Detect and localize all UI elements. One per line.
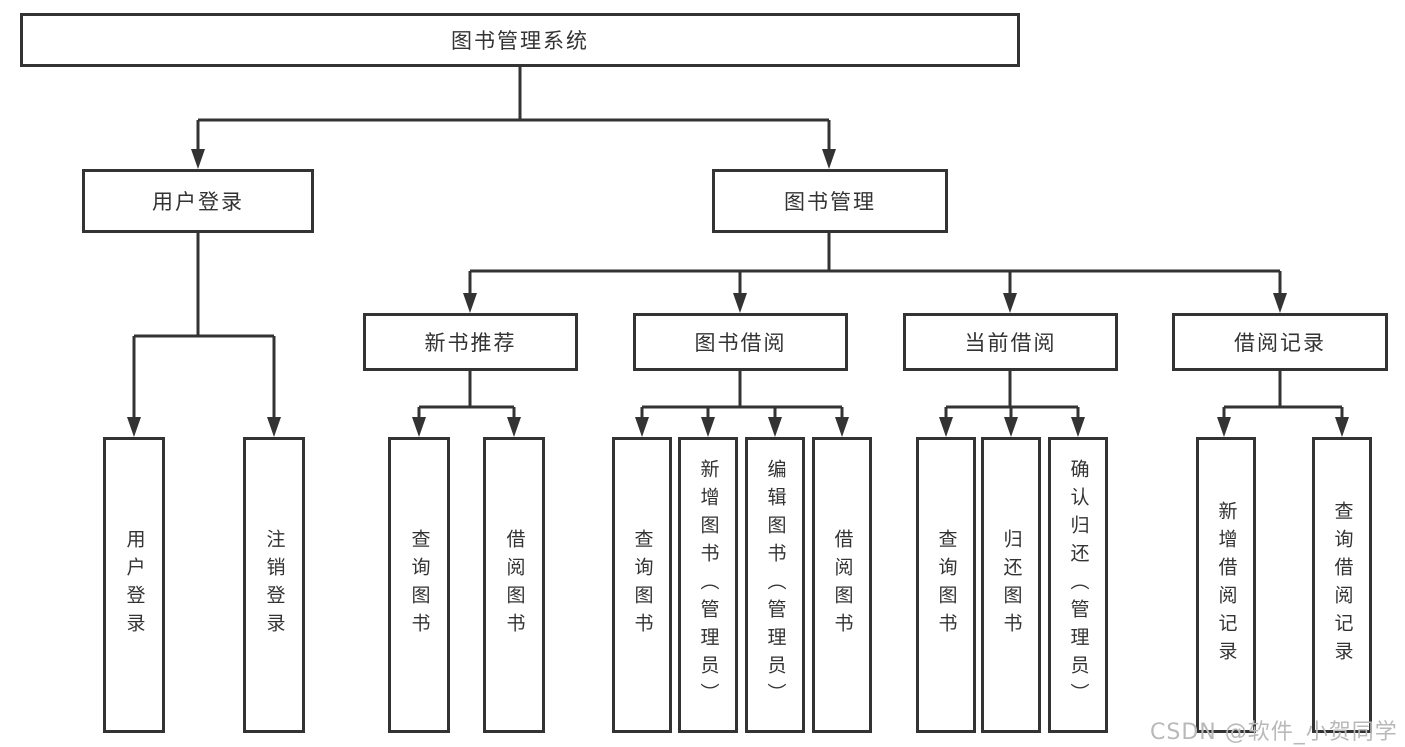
leaf-user-login-label: 用户登录 xyxy=(123,529,146,641)
node-root-label: 图书管理系统 xyxy=(451,29,589,53)
node-current-borrow-label: 当前借阅 xyxy=(964,331,1057,355)
node-borrow-records-label: 借阅记录 xyxy=(1234,331,1326,355)
leaf-add-book-admin-label: 新增图书（管理员） xyxy=(697,459,720,711)
leaf-return-book-label: 归还图书 xyxy=(1000,529,1023,641)
leaf-user-login: 用户登录 xyxy=(103,437,165,733)
leaf-query-books-borrow: 查询图书 xyxy=(612,437,672,733)
node-root-system: 图书管理系统 xyxy=(20,13,1020,67)
leaf-add-book-admin: 新增图书（管理员） xyxy=(678,437,738,733)
leaf-query-borrow-record: 查询借阅记录 xyxy=(1312,437,1372,733)
leaf-confirm-return-admin: 确认归还（管理员） xyxy=(1048,437,1108,733)
leaf-return-book: 归还图书 xyxy=(981,437,1041,733)
leaf-query-books-recommend-label: 查询图书 xyxy=(408,529,431,641)
leaf-confirm-return-admin-label: 确认归还（管理员） xyxy=(1067,459,1090,711)
leaf-query-books-borrow-label: 查询图书 xyxy=(631,529,654,641)
arrowhead-icons xyxy=(127,149,1349,437)
node-book-borrow-label: 图书借阅 xyxy=(694,331,787,355)
leaf-query-books-recommend: 查询图书 xyxy=(388,437,450,733)
node-book-borrow: 图书借阅 xyxy=(633,313,848,371)
node-new-book-recommend: 新书推荐 xyxy=(363,313,578,371)
leaf-query-books-current: 查询图书 xyxy=(916,437,976,733)
leaf-borrow-books: 借阅图书 xyxy=(812,437,872,733)
leaf-logout: 注销登录 xyxy=(243,437,305,733)
leaf-edit-book-admin: 编辑图书（管理员） xyxy=(745,437,805,733)
node-new-book-recommend-label: 新书推荐 xyxy=(424,331,517,355)
leaf-borrow-books-recommend-label: 借阅图书 xyxy=(503,529,526,641)
node-book-management: 图书管理 xyxy=(712,169,948,233)
leaf-add-borrow-record-label: 新增借阅记录 xyxy=(1215,501,1238,669)
node-book-management-label: 图书管理 xyxy=(784,190,876,214)
leaf-query-books-current-label: 查询图书 xyxy=(935,529,958,641)
node-user-login-label: 用户登录 xyxy=(152,190,244,214)
branch-lines xyxy=(132,67,1344,419)
csdn-watermark: CSDN @软件_小贺同学 xyxy=(1150,720,1398,745)
leaf-edit-book-admin-label: 编辑图书（管理员） xyxy=(764,459,787,711)
leaf-query-borrow-record-label: 查询借阅记录 xyxy=(1331,501,1354,669)
leaf-borrow-books-recommend: 借阅图书 xyxy=(483,437,545,733)
leaf-logout-label: 注销登录 xyxy=(263,529,286,641)
node-borrow-records: 借阅记录 xyxy=(1172,313,1388,371)
leaf-add-borrow-record: 新增借阅记录 xyxy=(1196,437,1256,733)
node-current-borrow: 当前借阅 xyxy=(903,313,1118,371)
leaf-borrow-books-label: 借阅图书 xyxy=(831,529,854,641)
node-user-login: 用户登录 xyxy=(82,169,314,233)
